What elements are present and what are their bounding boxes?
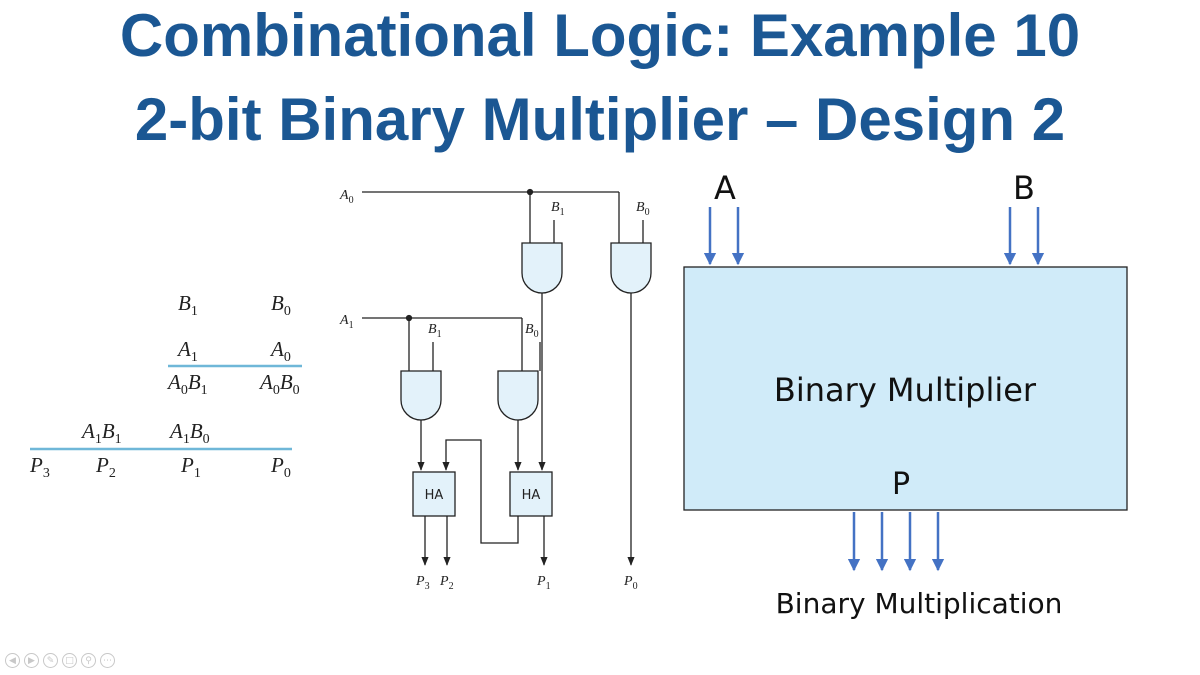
and-gate-a1b1 bbox=[400, 370, 442, 421]
zoom-icon[interactable]: ⚲ bbox=[81, 653, 96, 668]
output-p0-label: P0 bbox=[623, 574, 638, 592]
slideshow-toolbar: ◀ ▶ ✎ □ ⚲ ⋯ bbox=[5, 653, 115, 668]
gate4-b0-label: B0 bbox=[525, 322, 539, 340]
and-gate-a0b0 bbox=[610, 242, 652, 294]
output-p2-label: P2 bbox=[439, 574, 454, 592]
block-input-b-label: B bbox=[1013, 169, 1035, 207]
slide-title-line-1: Combinational Logic: Example 10 bbox=[119, 2, 1081, 69]
mult-a1: A1 bbox=[176, 337, 198, 365]
wire-carry-loop bbox=[442, 439, 519, 544]
ha1-label: HA bbox=[425, 488, 444, 503]
block-caption: Binary Multiplication bbox=[776, 587, 1063, 620]
and-gate-a1b0 bbox=[497, 370, 539, 421]
mult-a0b1: A0B1 bbox=[166, 370, 208, 398]
multiplication-table: B1 B0 A1 A0 A0B1 A0B0 A1B1 A1B0 P3 P2 P1… bbox=[29, 291, 302, 481]
slides-icon[interactable]: □ bbox=[62, 653, 77, 668]
mult-a0: A0 bbox=[269, 337, 291, 365]
block-label: Binary Multiplier bbox=[774, 371, 1037, 409]
mult-p3: P3 bbox=[29, 453, 50, 481]
mult-b0: B0 bbox=[271, 291, 291, 319]
half-adder-2 bbox=[509, 471, 553, 517]
pen-icon[interactable]: ✎ bbox=[43, 653, 58, 668]
and-gate-a0b1 bbox=[521, 242, 563, 294]
multiplier-block bbox=[683, 266, 1128, 511]
mult-p0: P0 bbox=[270, 453, 291, 481]
more-icon[interactable]: ⋯ bbox=[100, 653, 115, 668]
input-arrows bbox=[703, 207, 1045, 266]
block-input-a-label: A bbox=[714, 169, 736, 207]
output-p3-label: P3 bbox=[415, 574, 430, 592]
output-arrows bbox=[847, 512, 945, 572]
logic-circuit: A0 A1 B1 B0 B1 B0 bbox=[339, 188, 652, 592]
half-adder-1 bbox=[412, 471, 456, 517]
slide-title-line-2: 2-bit Binary Multiplier – Design 2 bbox=[134, 86, 1066, 153]
mult-a1b1: A1B1 bbox=[80, 419, 122, 447]
output-p1-label: P1 bbox=[536, 574, 551, 592]
back-icon[interactable]: ◀ bbox=[5, 653, 20, 668]
block-output-p-label: P bbox=[892, 467, 910, 502]
mult-a0b0: A0B0 bbox=[258, 370, 300, 398]
input-a1-label: A1 bbox=[339, 313, 354, 331]
mult-p2: P2 bbox=[95, 453, 116, 481]
mult-b1: B1 bbox=[178, 291, 198, 319]
ha2-label: HA bbox=[522, 488, 541, 503]
forward-icon[interactable]: ▶ bbox=[24, 653, 39, 668]
block-diagram: A B Binary Multiplier P Binary Multiplic… bbox=[683, 169, 1128, 620]
gate3-b1-label: B1 bbox=[428, 322, 442, 340]
gate1-b1-label: B1 bbox=[551, 200, 565, 218]
mult-a1b0: A1B0 bbox=[168, 419, 210, 447]
input-a0-label: A0 bbox=[339, 188, 354, 206]
gate2-b0-label: B0 bbox=[636, 200, 650, 218]
mult-p1: P1 bbox=[180, 453, 201, 481]
